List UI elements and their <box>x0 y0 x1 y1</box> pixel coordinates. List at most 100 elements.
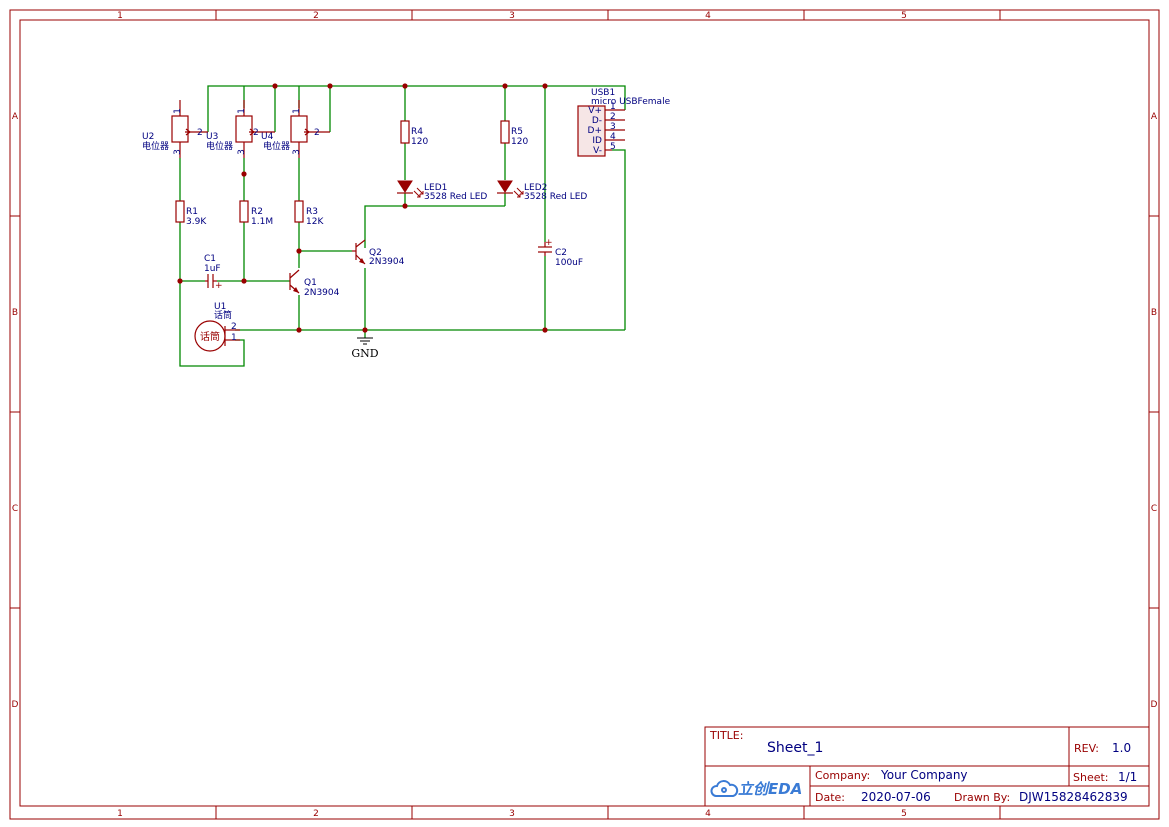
zone-row-b-left: B <box>12 308 18 318</box>
r2-ref: R2 <box>251 207 263 217</box>
led1-light-arrows-icon <box>413 187 424 198</box>
u1-body-label: 话筒 <box>200 330 220 343</box>
zone-row-c-left: C <box>12 504 18 514</box>
q1-value: 2N3904 <box>304 288 340 298</box>
led1-value: 3528 Red LED <box>424 192 487 202</box>
zone-col-5-top: 5 <box>901 11 907 21</box>
gnd-symbol: GND <box>351 337 379 360</box>
c2-ref: C2 <box>555 248 567 258</box>
rev-value: 1.0 <box>1112 741 1131 755</box>
resistor-r4[interactable]: R4 120 <box>400 120 428 147</box>
led2-light-arrows-icon <box>513 187 524 198</box>
c2-value: 100uF <box>555 258 583 268</box>
led1-ref: LED1 <box>424 183 447 193</box>
u3-ref: U3 <box>206 132 218 142</box>
u4-value: 电位器 <box>263 140 290 152</box>
r3-value: 12K <box>306 217 324 227</box>
usb1-pin-2: 2 <box>610 112 616 122</box>
u2-value: 电位器 <box>142 140 169 152</box>
gnd-label: GND <box>351 347 378 360</box>
u4-pin-2: 2 <box>314 128 320 138</box>
cloud-icon <box>710 780 739 797</box>
zone-col-4-bottom: 4 <box>705 809 711 819</box>
zone-col-4-top: 4 <box>705 11 711 21</box>
company-value: Your Company <box>880 768 968 782</box>
usb-connector-usb1[interactable]: USB1 micro USBFemale V+ D- D+ ID V- 1 2 … <box>577 88 671 157</box>
u4-ref: U4 <box>261 132 274 142</box>
u4-pin-1: 1 <box>292 108 302 114</box>
led-led2[interactable]: LED2 3528 Red LED <box>497 180 587 202</box>
usb1-pin-name-dplus: D+ <box>588 126 602 136</box>
potentiometer-u3[interactable]: 1 2 3 U3 电位器 <box>206 100 275 158</box>
drawn-by-label: Drawn By: <box>954 791 1010 804</box>
logo-text: 立创EDA <box>738 780 802 798</box>
u2-ref: U2 <box>142 132 154 142</box>
usb1-value: micro USBFemale <box>591 97 671 107</box>
c2-plus-icon: + <box>545 238 553 248</box>
usb1-pin-name-dminus: D- <box>592 116 602 126</box>
sheet-value: 1/1 <box>1118 770 1137 784</box>
zone-row-c-right: C <box>1151 504 1157 514</box>
transistor-q2[interactable]: Q2 2N3904 <box>352 239 405 267</box>
transistor-q1[interactable]: Q1 2N3904 <box>289 269 340 298</box>
capacitor-c2[interactable]: + C2 100uF <box>538 238 583 268</box>
led-led1[interactable]: LED1 3528 Red LED <box>397 180 487 202</box>
title-label: TITLE: <box>709 729 743 742</box>
zone-col-3-top: 3 <box>509 11 515 21</box>
zone-row-a-left: A <box>12 112 19 122</box>
u1-pin-2: 2 <box>231 322 237 332</box>
zone-col-1-top: 1 <box>117 11 123 21</box>
usb1-pin-name-vminus: V- <box>593 146 602 156</box>
c1-value: 1uF <box>204 264 221 274</box>
company-label: Company: <box>815 769 870 782</box>
r4-value: 120 <box>411 137 428 147</box>
title-block: TITLE: Sheet_1 REV: 1.0 Company: Your Co… <box>704 726 1150 807</box>
usb1-pin-1: 1 <box>610 102 616 112</box>
usb1-ref: USB1 <box>591 88 615 98</box>
drawn-by-value: DJW15828462839 <box>1019 790 1128 804</box>
junctions <box>177 83 548 333</box>
resistor-r5[interactable]: R5 120 <box>500 120 528 147</box>
c1-ref: C1 <box>204 254 216 264</box>
u3-pin-2: 2 <box>253 128 259 138</box>
title-value: Sheet_1 <box>767 740 823 756</box>
usb1-pin-name-id: ID <box>592 136 602 146</box>
u2-pin-2: 2 <box>197 128 203 138</box>
zone-row-d-left: D <box>12 700 19 710</box>
u2-pin-1: 1 <box>173 108 183 114</box>
capacitor-c1[interactable]: + C1 1uF <box>204 254 223 291</box>
zone-col-2-bottom: 2 <box>313 809 319 819</box>
rev-label: REV: <box>1074 742 1099 755</box>
r1-ref: R1 <box>186 207 198 217</box>
u1-ref: U1 <box>214 302 226 312</box>
date-label: Date: <box>815 791 845 804</box>
u3-pin-1: 1 <box>237 108 247 114</box>
c1-plus-icon: + <box>215 281 223 291</box>
wires <box>179 85 626 367</box>
potentiometer-u2[interactable]: 1 2 3 U2 电位器 <box>142 100 208 158</box>
u2-pin-3: 3 <box>173 149 183 155</box>
zone-row-d-right: D <box>1151 700 1158 710</box>
zone-col-1-bottom: 1 <box>117 809 123 819</box>
sheet-label: Sheet: <box>1073 771 1109 784</box>
r5-value: 120 <box>511 137 528 147</box>
led2-value: 3528 Red LED <box>524 192 587 202</box>
r5-ref: R5 <box>511 127 523 137</box>
zone-row-a-right: A <box>1151 112 1158 122</box>
usb1-pin-name-vplus: V+ <box>588 106 602 116</box>
u3-value: 电位器 <box>206 140 233 152</box>
r1-value: 3.9K <box>186 217 207 227</box>
zone-col-3-bottom: 3 <box>509 809 515 819</box>
r3-ref: R3 <box>306 207 318 217</box>
u1-pin-1: 1 <box>231 333 237 343</box>
microphone-u1[interactable]: 话筒 2 1 U1 话筒 <box>194 302 240 352</box>
resistor-r3[interactable]: R3 12K <box>294 200 324 227</box>
date-value: 2020-07-06 <box>861 790 931 804</box>
resistor-r2[interactable]: R2 1.1M <box>239 200 273 227</box>
u3-pin-3: 3 <box>237 149 247 155</box>
q1-ref: Q1 <box>304 278 317 288</box>
zone-row-b-right: B <box>1151 308 1157 318</box>
potentiometer-u4[interactable]: 1 2 3 U4 电位器 <box>261 100 330 158</box>
resistor-r1[interactable]: R1 3.9K <box>175 200 207 227</box>
